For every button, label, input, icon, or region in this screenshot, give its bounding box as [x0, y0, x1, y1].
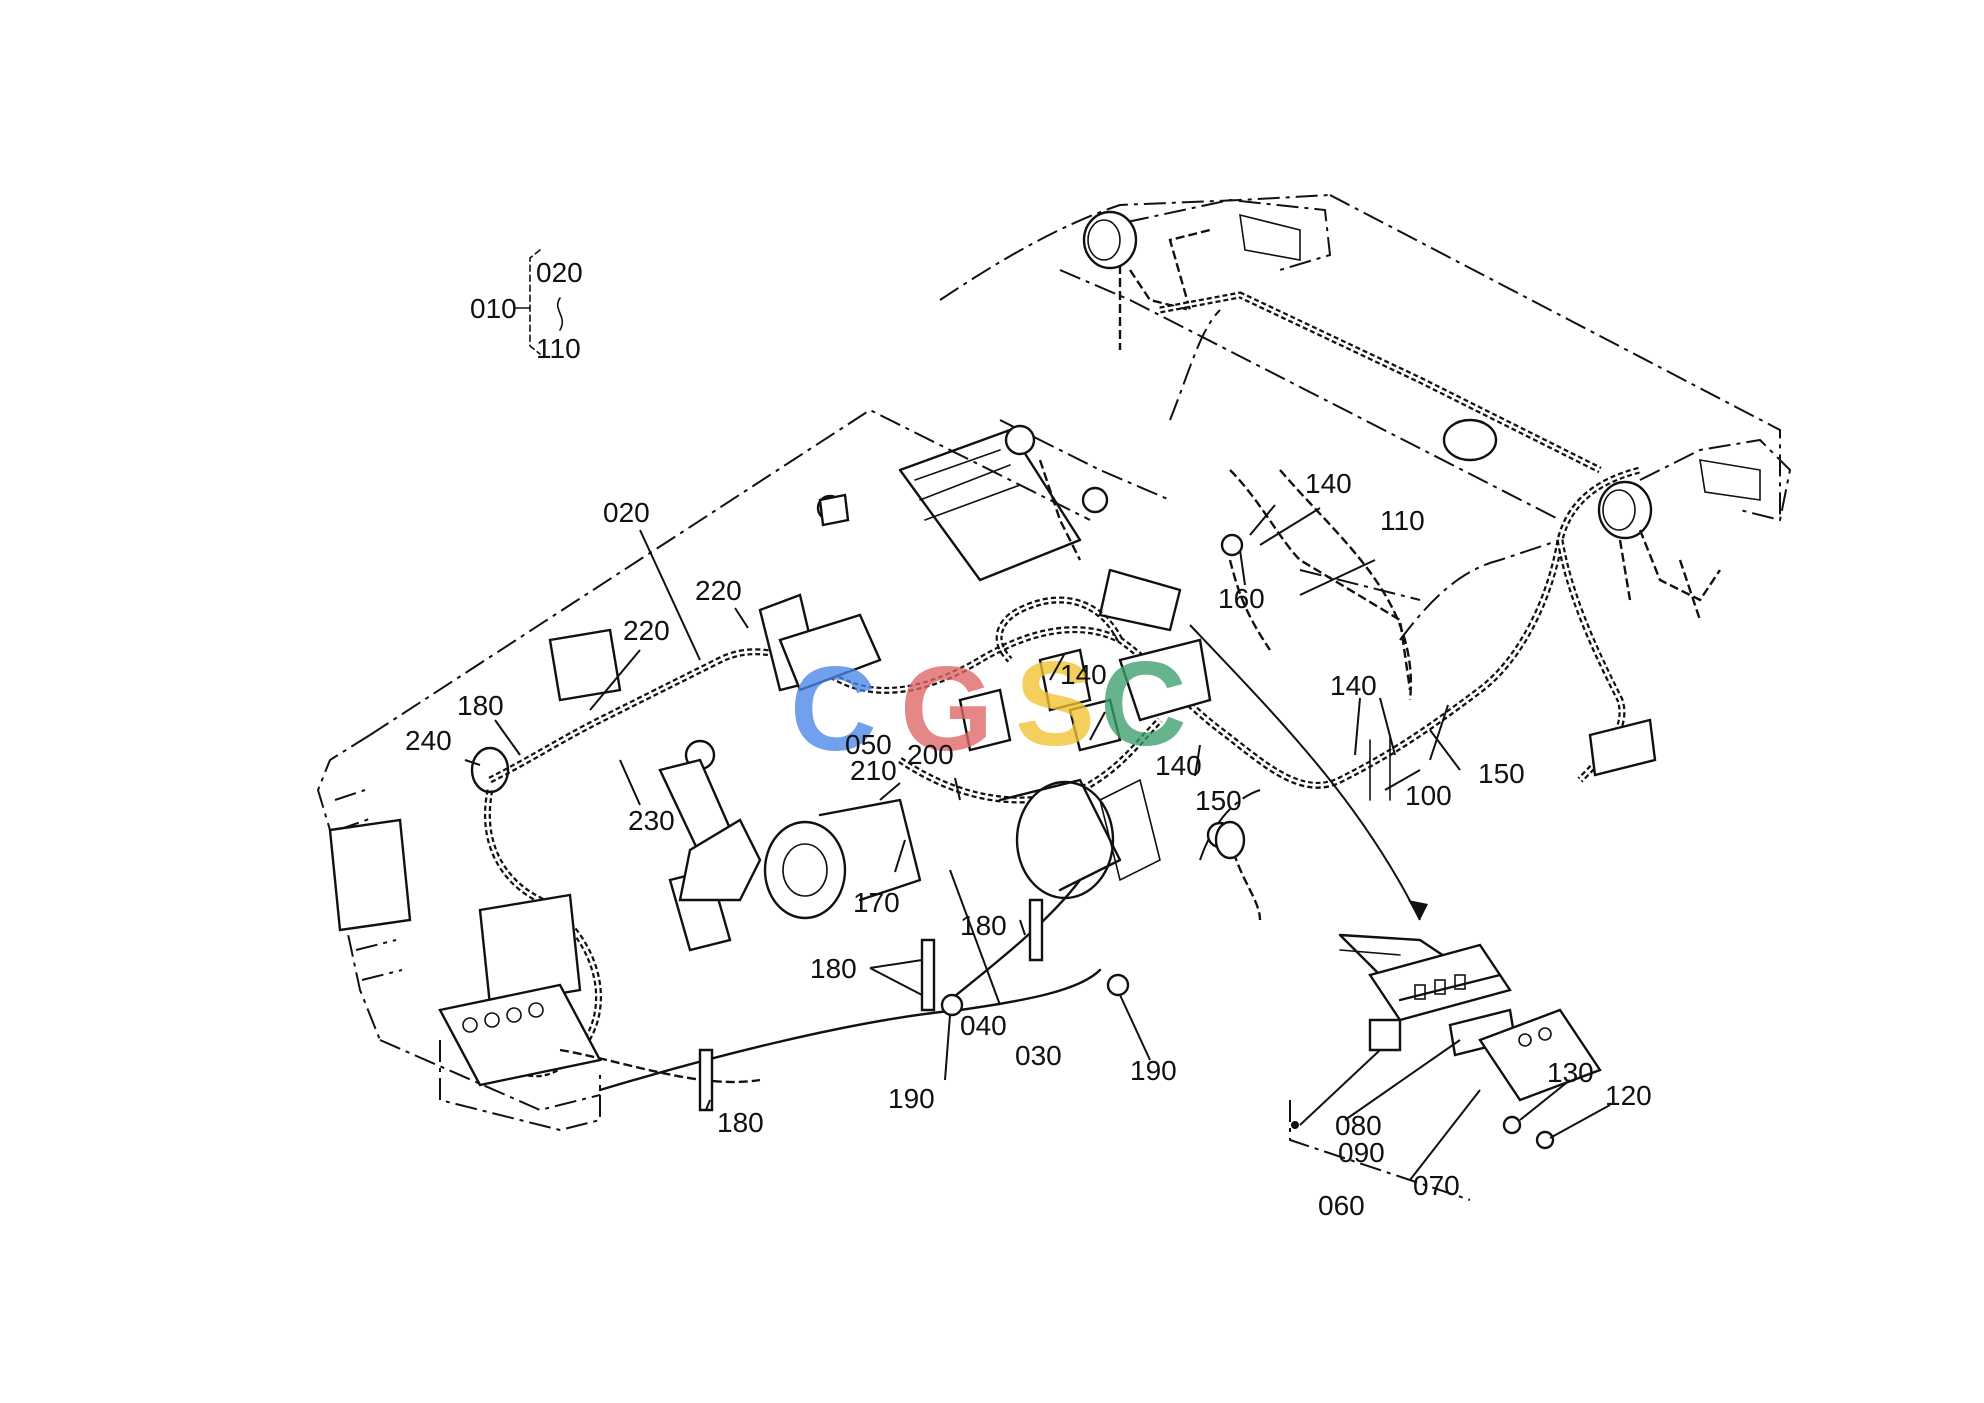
rear-lamp-center-icon [1442, 418, 1498, 462]
callout-150-right: 150 [1478, 758, 1525, 789]
callout-090: 090 [1338, 1137, 1385, 1168]
callout-140-right: 140 [1330, 670, 1377, 701]
callout-230: 230 [628, 805, 675, 836]
headlight-right-icon [478, 893, 582, 1007]
callout-180-bottom: 180 [717, 1107, 764, 1138]
callout-190-left: 190 [888, 1083, 935, 1114]
callout-040: 040 [960, 1010, 1007, 1041]
fuse-box-mount [1098, 568, 1182, 632]
control-unit-icon [1118, 638, 1212, 722]
callout-240: 240 [405, 725, 452, 756]
rear-work-lamp-right-icon [1597, 480, 1653, 540]
starter-motor-icon [1015, 780, 1115, 900]
callout-210: 210 [850, 755, 897, 786]
callout-060: 060 [1318, 1190, 1365, 1221]
grommet-240-icon [470, 746, 510, 794]
fuse-box-cover-070 [1478, 1008, 1602, 1102]
callout-020-range: 020 [536, 257, 583, 288]
callout-200: 200 [907, 739, 954, 770]
callout-180-left: 180 [457, 690, 504, 721]
callouts: 020 220 220 180 240 230 050 210 200 140 … [405, 468, 1652, 1221]
reservoir-tank-icon [548, 628, 622, 702]
clamp-180-bottom [698, 1048, 714, 1112]
callout-140-upper: 140 [1305, 468, 1352, 499]
rear-connector-icon [1588, 718, 1657, 777]
screw-120-icon [1535, 1130, 1555, 1150]
callout-110: 110 [1380, 505, 1425, 536]
callout-180-middle: 180 [960, 910, 1007, 941]
callout-220-lower: 220 [623, 615, 670, 646]
callout-220-upper: 220 [695, 575, 742, 606]
battery-cable [598, 878, 1130, 1112]
callout-130: 130 [1547, 1057, 1594, 1088]
watermark-letter-3: S [1015, 637, 1095, 771]
watermark-letter-4: C [1100, 637, 1187, 771]
headlight-left-icon [328, 818, 412, 932]
callout-070: 070 [1413, 1170, 1460, 1201]
callout-100: 100 [1405, 780, 1452, 811]
callout-050: 050 [845, 729, 892, 760]
callout-120: 120 [1605, 1080, 1652, 1111]
callout-110-range: 110 [536, 333, 581, 364]
callout-160: 160 [1218, 583, 1265, 614]
callout-020: 020 [603, 497, 650, 528]
callout-140-center: 140 [1060, 659, 1107, 690]
callout-010: 010 [470, 293, 517, 324]
clamp-180-right [1028, 898, 1044, 962]
callout-030: 030 [1015, 1040, 1062, 1071]
range-bracket: 010 020 110 [470, 249, 583, 364]
rear-harness-branches [1214, 469, 1657, 921]
battery-icon [438, 983, 602, 1087]
callout-140-lower: 140 [1155, 750, 1202, 781]
instrument-panel [898, 424, 1182, 632]
watermark-letter-2: G [900, 642, 993, 776]
callout-180-pair: 180 [810, 953, 857, 984]
callout-150-left: 150 [1195, 785, 1242, 816]
washer-130-icon [1502, 1115, 1522, 1135]
key-switch-icon [1004, 424, 1036, 456]
flasher-relay-icon [958, 688, 1012, 752]
connector-160-icon [1220, 533, 1244, 557]
callout-190-right: 190 [1130, 1055, 1177, 1086]
leader-lines [464, 504, 1611, 1181]
watermark: C G S C [790, 637, 1187, 776]
bolt-190-left-icon [940, 993, 964, 1017]
callout-170: 170 [853, 887, 900, 918]
callout-080: 080 [1335, 1110, 1382, 1141]
alternator-icon [763, 820, 847, 920]
rear-fender-right [1442, 418, 1792, 621]
rear-fender-left [1082, 198, 1602, 474]
light-switch-icon [1081, 486, 1109, 514]
front-section [328, 746, 761, 1087]
watermark-letter-1: C [790, 642, 877, 776]
rear-work-lamp-left-icon [1082, 210, 1138, 270]
bolt-190-right-icon [1106, 973, 1130, 997]
fuse-box-body [1368, 943, 1512, 1022]
pointer-arrow [1189, 624, 1428, 921]
clamp-180-middle [920, 938, 936, 1012]
engine-components [548, 493, 1234, 952]
